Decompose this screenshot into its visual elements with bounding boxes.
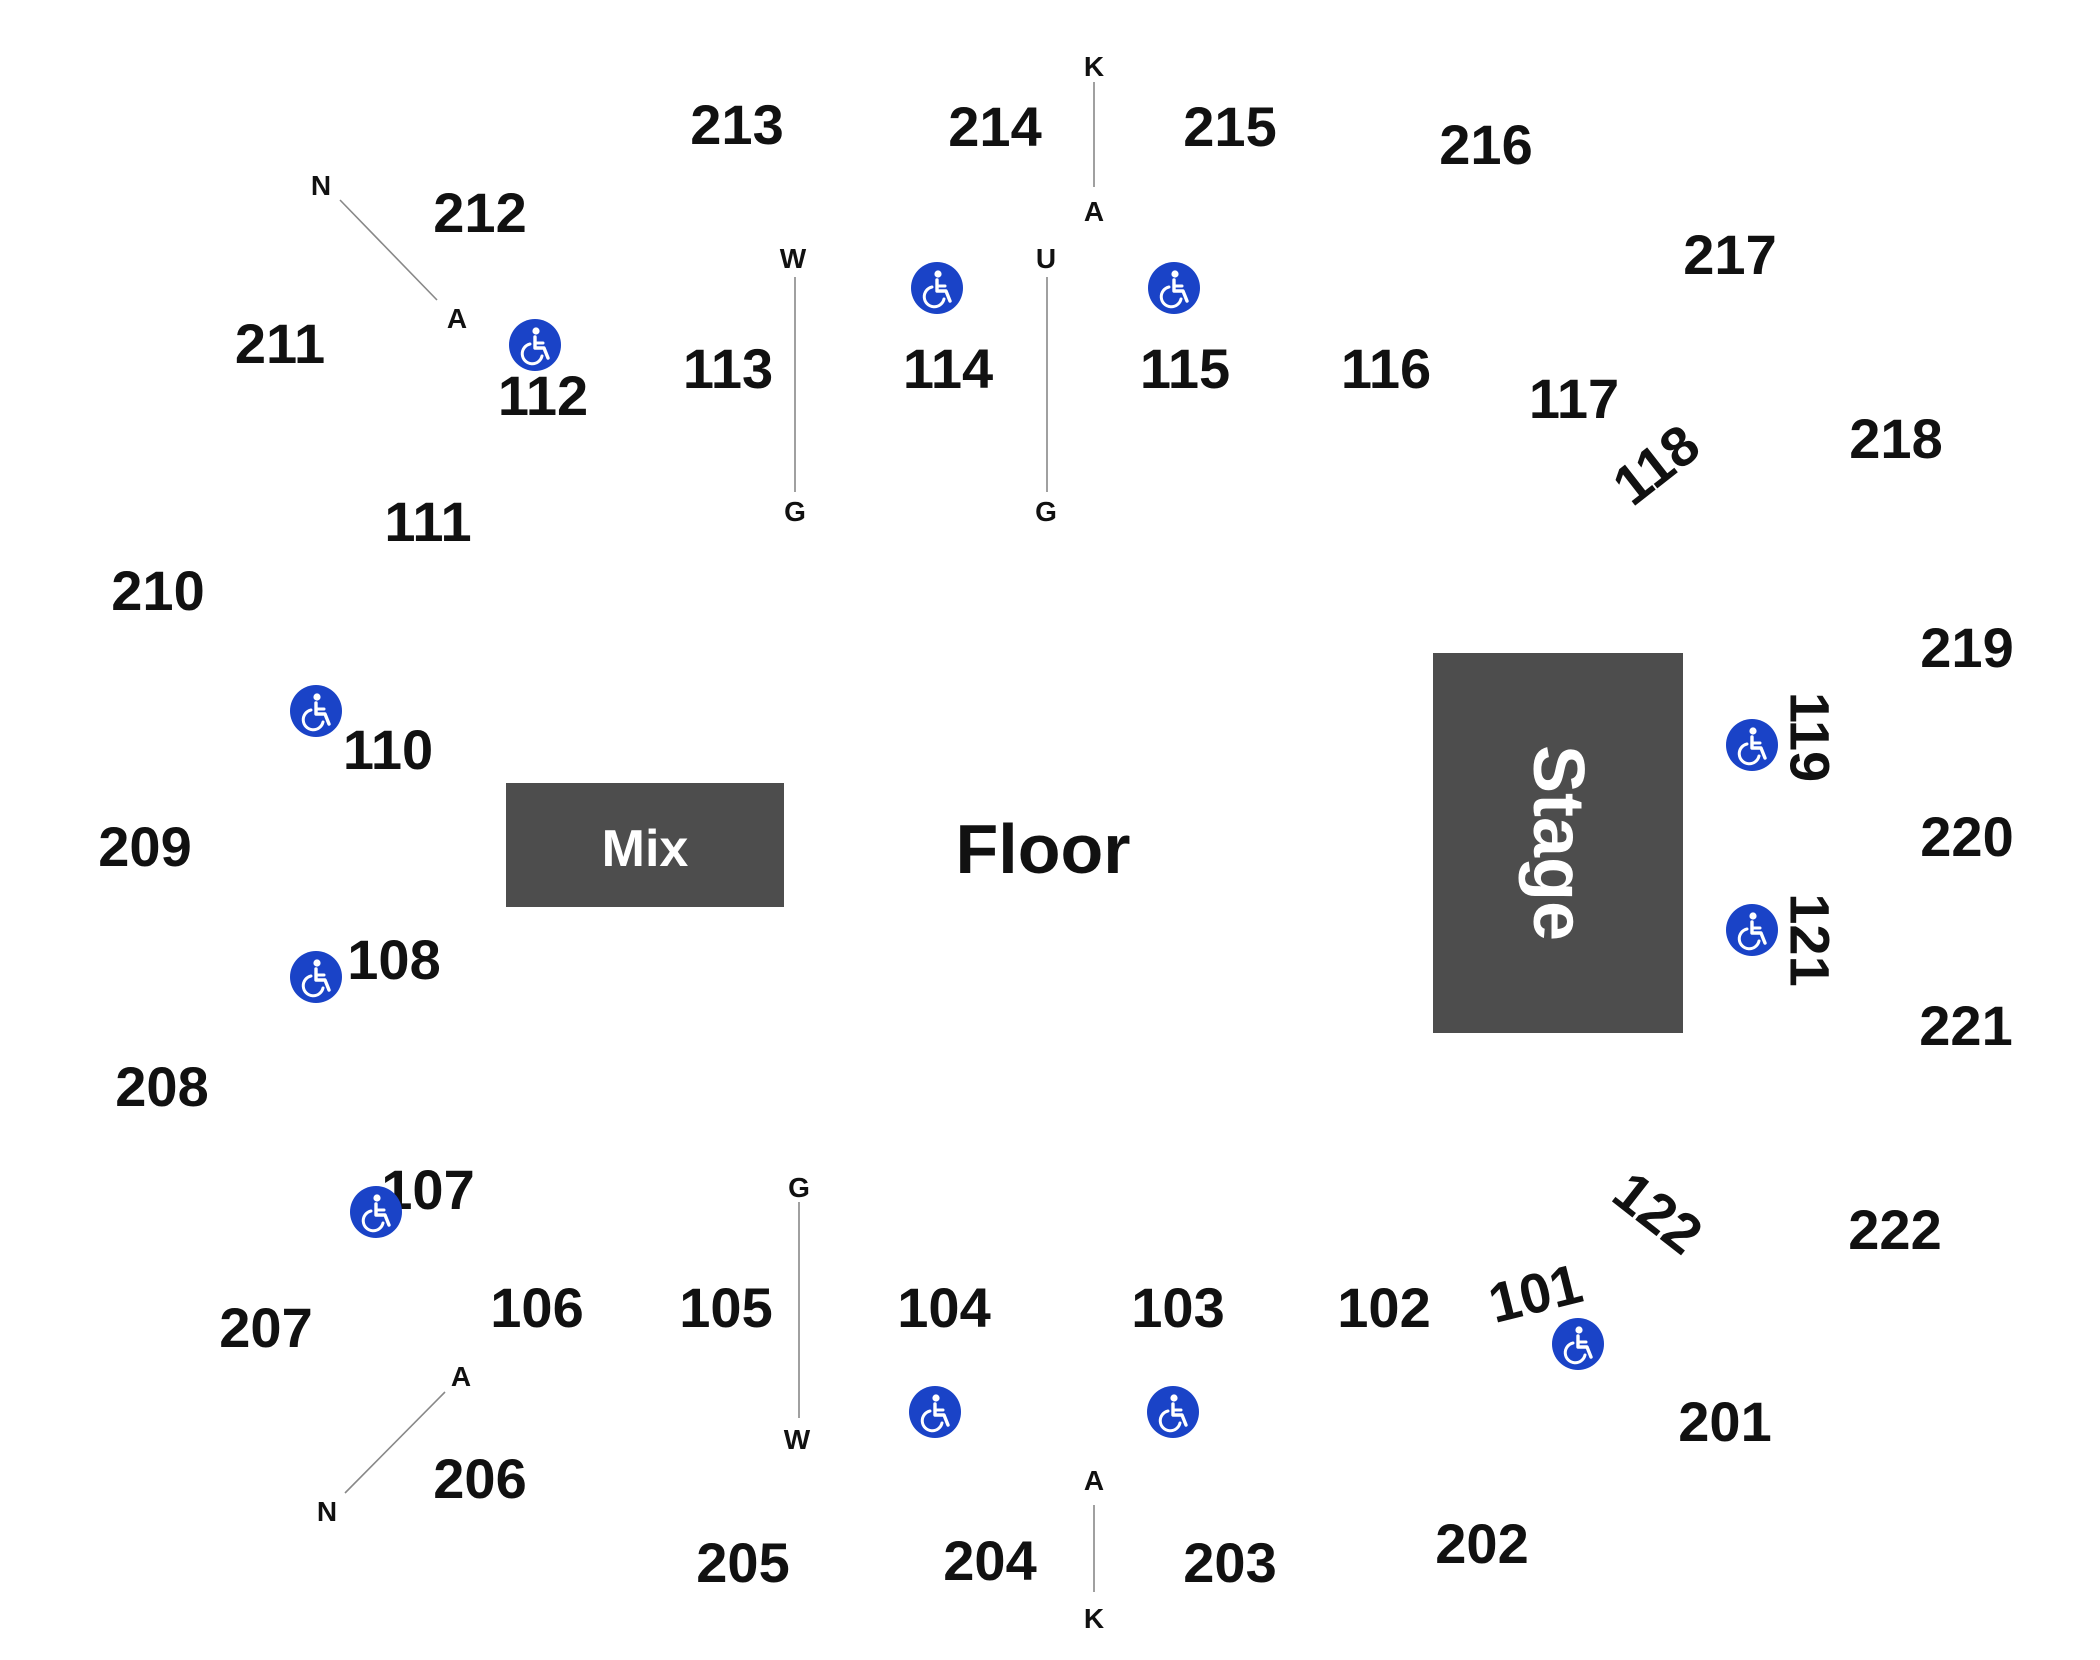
section-113[interactable]: 113 [683,337,773,400]
section-215[interactable]: 215 [1183,95,1276,158]
row-marker-u-top: U [1036,243,1056,274]
section-104[interactable]: 104 [897,1276,990,1339]
section-210[interactable]: 210 [111,559,204,622]
wheelchair-icon[interactable] [507,317,563,373]
row-marker-n-bottom: N [317,1496,337,1527]
row-marker-g-bottom: G [788,1172,810,1203]
wheelchair-icon[interactable] [909,260,965,316]
section-213[interactable]: 213 [690,93,783,156]
section-211[interactable]: 211 [235,312,325,375]
stage-box [1433,653,1683,1033]
section-202[interactable]: 202 [1435,1512,1528,1575]
section-218[interactable]: 218 [1849,407,1942,470]
mix-label: Mix [602,820,689,878]
row-line-212 [339,199,438,301]
section-216[interactable]: 216 [1439,113,1532,176]
section-119[interactable]: 119 [1779,692,1842,782]
wheelchair-icon[interactable] [288,949,344,1005]
section-115[interactable]: 115 [1140,337,1230,400]
wheelchair-icon[interactable] [1145,1384,1201,1440]
section-111[interactable]: 111 [384,490,471,553]
wheelchair-icon[interactable] [348,1184,404,1240]
section-220[interactable]: 220 [1920,805,2013,868]
section-214[interactable]: 214 [948,95,1041,158]
section-205[interactable]: 205 [696,1531,789,1594]
section-121[interactable]: 121 [1779,893,1842,986]
row-marker-n-top: N [311,170,331,201]
row-marker-a-lower-left: A [451,1361,471,1392]
row-marker-w-bottom: W [784,1424,811,1455]
stage-label: Stage [1518,745,1598,941]
section-217[interactable]: 217 [1683,223,1776,286]
wheelchair-icon[interactable] [288,683,344,739]
wheelchair-icon[interactable] [1724,902,1780,958]
section-117[interactable]: 117 [1529,367,1619,430]
row-marker-w-top: W [780,243,807,274]
wheelchair-icon[interactable] [1550,1316,1606,1372]
row-marker-k-bottom: K [1084,1603,1104,1634]
section-105[interactable]: 105 [679,1276,772,1339]
section-201[interactable]: 201 [1678,1390,1771,1453]
section-108[interactable]: 108 [347,928,440,991]
row-marker-g-top-right: G [1035,496,1057,527]
section-203[interactable]: 203 [1183,1531,1276,1594]
row-line-206 [344,1391,446,1494]
row-marker-a-top: A [1084,196,1104,227]
row-marker-k-top: K [1084,51,1104,82]
section-206[interactable]: 206 [433,1447,526,1510]
section-221[interactable]: 221 [1919,994,2012,1057]
section-102[interactable]: 102 [1337,1276,1430,1339]
wheelchair-icon[interactable] [1146,260,1202,316]
section-208[interactable]: 208 [115,1055,208,1118]
section-110[interactable]: 110 [343,718,433,781]
section-103[interactable]: 103 [1131,1276,1224,1339]
row-marker-g-top-left: G [784,496,806,527]
section-219[interactable]: 219 [1920,616,2013,679]
section-116[interactable]: 116 [1341,337,1431,400]
stage: Stage [1433,653,1683,1033]
wheelchair-icon[interactable] [907,1384,963,1440]
row-marker-a-bottom: A [1084,1465,1104,1496]
section-114[interactable]: 114 [903,337,993,400]
section-122[interactable]: 122 [1602,1159,1714,1266]
section-112[interactable]: 112 [498,364,588,427]
wheelchair-icon[interactable] [1724,717,1780,773]
section-106[interactable]: 106 [490,1276,583,1339]
mix-booth-box [506,783,784,907]
row-markers: K A N A W G U G G W A N A K [311,51,1104,1634]
section-207[interactable]: 207 [219,1296,312,1359]
mix-booth[interactable]: Mix [506,783,784,907]
section-212[interactable]: 212 [433,181,526,244]
floor-label[interactable]: Floor [956,810,1131,888]
section-209[interactable]: 209 [98,815,191,878]
section-222[interactable]: 222 [1848,1198,1941,1261]
row-marker-a-upper-left: A [447,303,467,334]
section-204[interactable]: 204 [943,1529,1036,1592]
